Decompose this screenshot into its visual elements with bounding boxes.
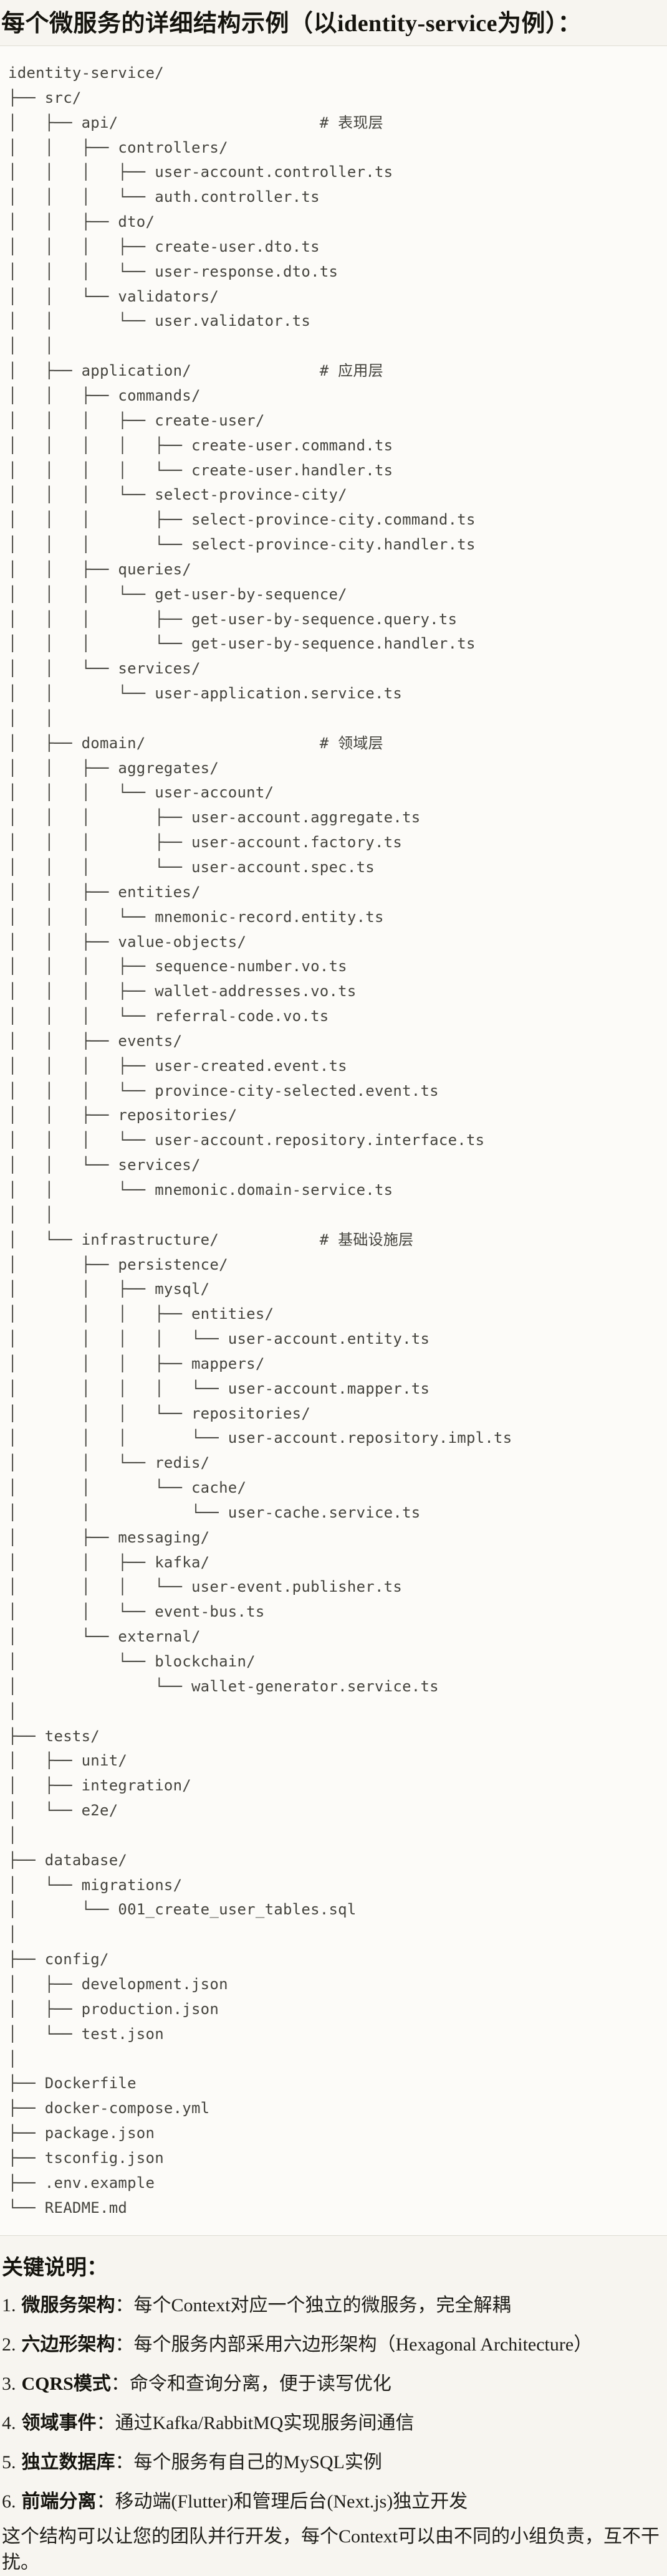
- list-item: 4.领域事件：通过Kafka/RabbitMQ实现服务间通信: [2, 2410, 661, 2436]
- key-notes-heading: 关键说明：: [2, 2256, 108, 2280]
- closing-paragraph: 这个结构可以让您的团队并行开发，每个Context可以由不同的小组负责，互不干扰…: [2, 2526, 660, 2574]
- list-item: 1.微服务架构：每个Context对应一个独立的微服务，完全解耦: [2, 2293, 661, 2319]
- list-item: 6.前端分离：移动端(Flutter)和管理后台(Next.js)独立开发: [2, 2489, 661, 2515]
- list-item-term: CQRS模式: [21, 2374, 111, 2395]
- list-item-desc: ：每个服务内部采用六边形架构（Hexagonal Architecture）: [115, 2334, 593, 2355]
- list-item: 2.六边形架构：每个服务内部采用六边形架构（Hexagonal Architec…: [2, 2332, 661, 2358]
- list-item-number: 4.: [2, 2413, 16, 2434]
- list-item-desc: ：命令和查询分离，便于读写优化: [110, 2374, 391, 2395]
- key-notes-section: 关键说明： 1.微服务架构：每个Context对应一个独立的微服务，完全解耦 2…: [0, 2255, 667, 2576]
- list-item-desc: ：每个服务有自己的MySQL实例: [115, 2452, 382, 2473]
- file-tree-code-block: identity-service/ ├── src/ │ ├── api/ # …: [0, 45, 667, 2236]
- list-item: 5.独立数据库：每个服务有自己的MySQL实例: [2, 2450, 661, 2476]
- list-item-desc: ：移动端(Flutter)和管理后台(Next.js)独立开发: [96, 2491, 468, 2512]
- list-item-number: 6.: [2, 2491, 16, 2512]
- list-item-number: 2.: [2, 2334, 16, 2355]
- list-item-term: 微服务架构: [21, 2295, 115, 2316]
- list-item-desc: ：通过Kafka/RabbitMQ实现服务间通信: [96, 2413, 415, 2434]
- list-item-term: 领域事件: [21, 2413, 97, 2434]
- list-item-term: 六边形架构: [21, 2334, 115, 2355]
- key-notes-list: 1.微服务架构：每个Context对应一个独立的微服务，完全解耦 2.六边形架构…: [2, 2293, 661, 2515]
- page-title: 每个微服务的详细结构示例（以identity-service为例）：: [1, 11, 582, 37]
- list-item-term: 前端分离: [21, 2491, 97, 2512]
- list-item-number: 5.: [2, 2452, 16, 2473]
- file-tree-text: identity-service/ ├── src/ │ ├── api/ # …: [8, 64, 512, 2217]
- list-item-number: 3.: [2, 2374, 16, 2395]
- list-item-desc: ：每个Context对应一个独立的微服务，完全解耦: [115, 2295, 511, 2316]
- list-item-number: 1.: [2, 2295, 16, 2316]
- list-item: 3.CQRS模式：命令和查询分离，便于读写优化: [2, 2371, 661, 2397]
- list-item-term: 独立数据库: [21, 2452, 115, 2473]
